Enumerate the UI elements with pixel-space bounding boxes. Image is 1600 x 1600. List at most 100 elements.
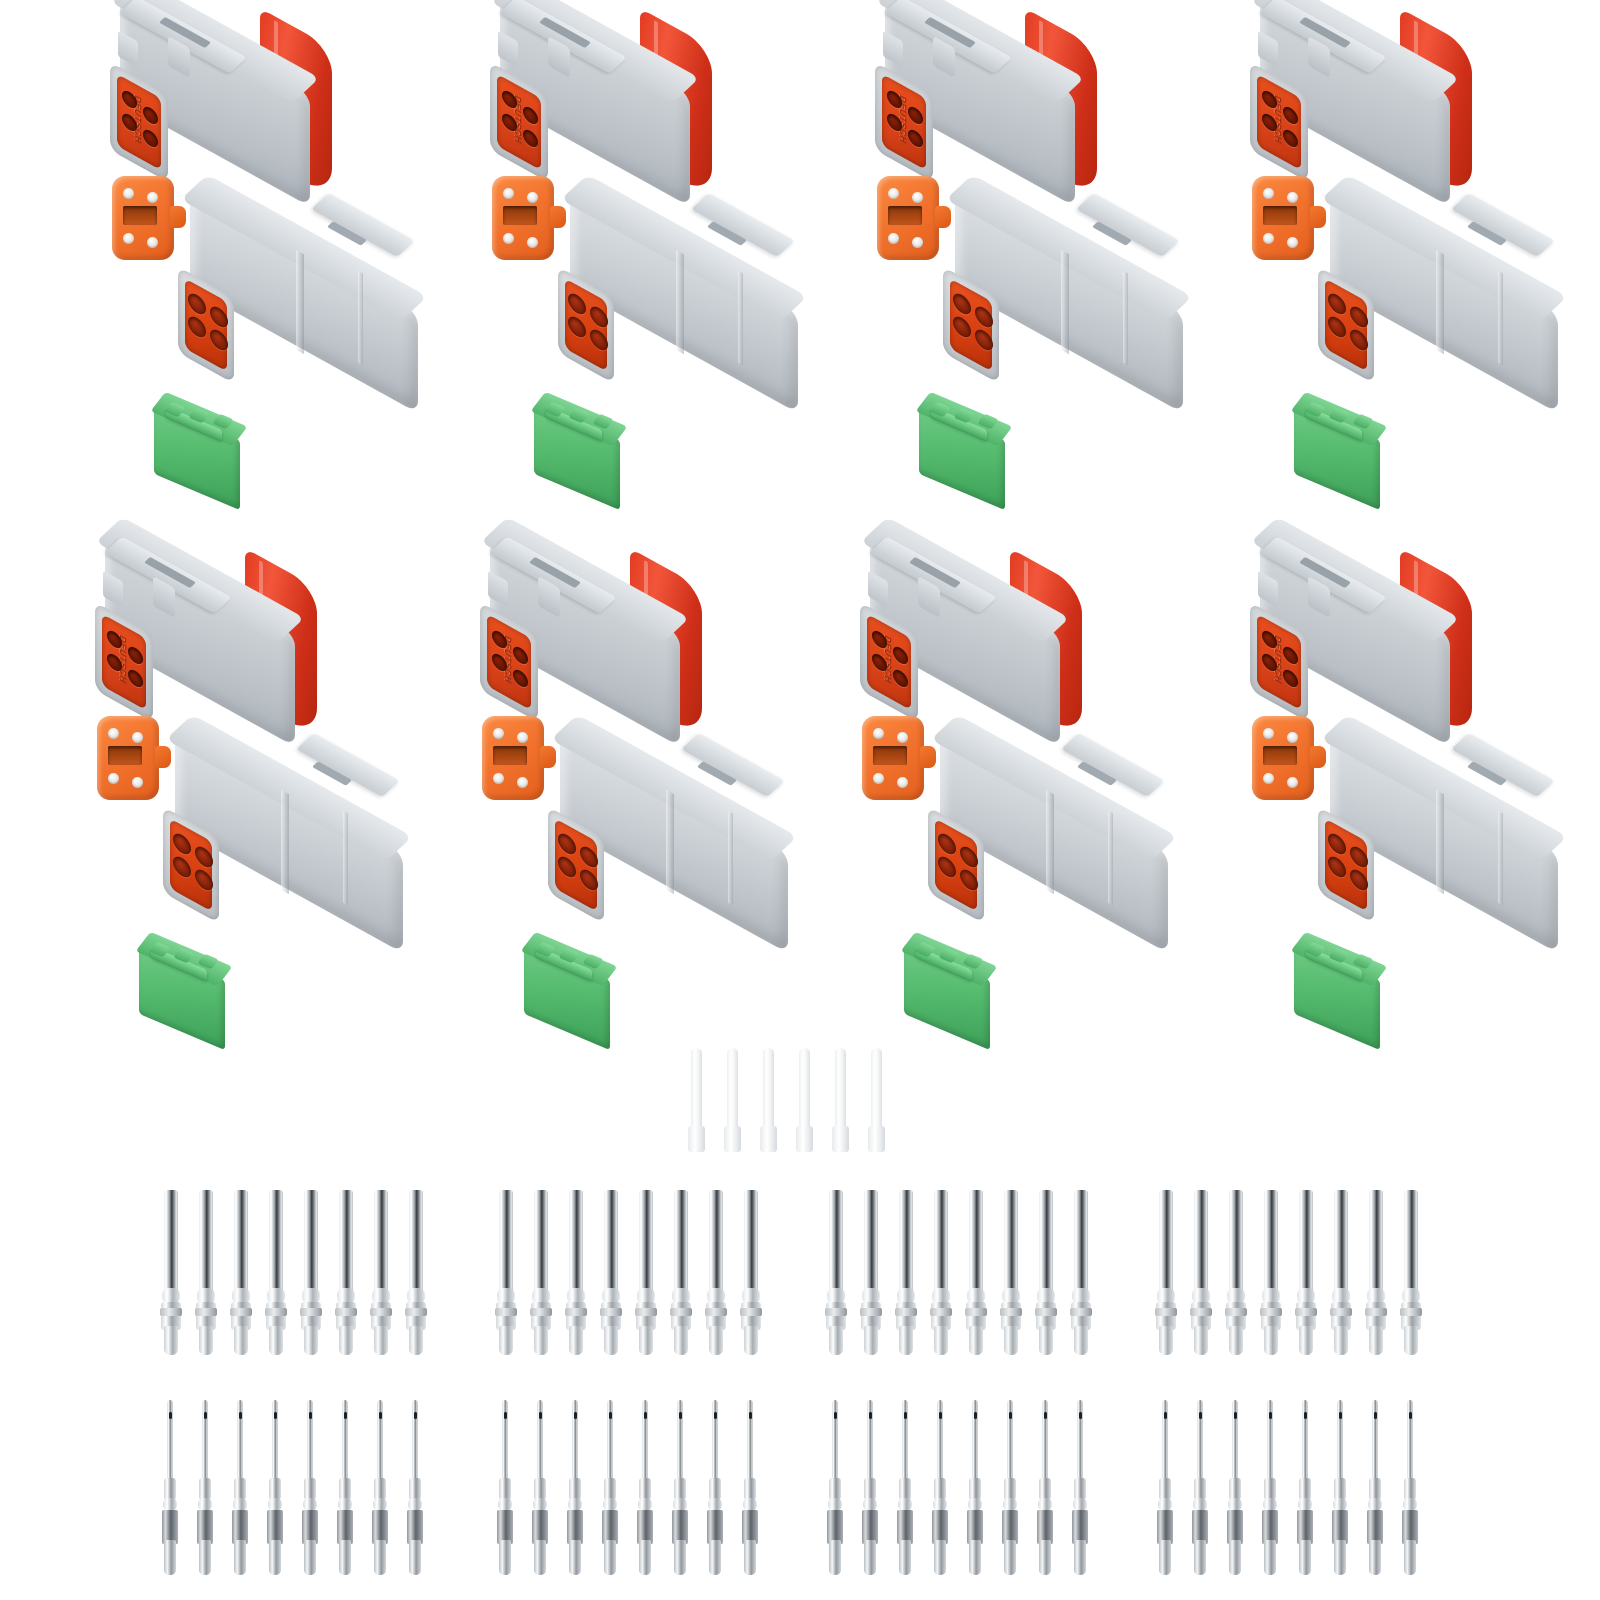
pin-terminal <box>1035 1400 1055 1575</box>
pin-terminal-crimp <box>862 1510 878 1544</box>
socket-terminal-tail <box>899 1326 913 1355</box>
male-housing-rib-secondary <box>1498 810 1503 906</box>
socket-terminal-neck <box>672 1288 690 1304</box>
pin-terminal-tip <box>607 1400 613 1484</box>
orange-wedge-hole-2 <box>527 192 538 203</box>
male-connector <box>550 174 850 414</box>
pin-terminal <box>860 1400 880 1575</box>
male-connector <box>155 714 455 954</box>
socket-terminal-wing <box>965 1308 987 1316</box>
pin-terminal-crimp <box>497 1510 513 1544</box>
pin-terminal-inspection-hole <box>1268 1412 1272 1419</box>
pin-terminal-crimp <box>707 1510 723 1544</box>
pin-terminal-shoulder <box>1299 1478 1311 1500</box>
socket-terminal-tail <box>1299 1326 1313 1355</box>
socket-terminal-wing <box>600 1308 622 1316</box>
pin-terminal <box>635 1400 655 1575</box>
pin-terminal-tail <box>744 1540 756 1575</box>
socket-terminal <box>965 1190 987 1355</box>
pin-terminal <box>965 1400 985 1575</box>
pin-terminal-tip <box>1007 1400 1013 1484</box>
socket-terminal-tail <box>829 1326 843 1355</box>
socket-terminal-tail <box>269 1326 283 1355</box>
socket-terminal-tail <box>1004 1326 1018 1355</box>
pin-terminal-bead <box>533 1498 547 1511</box>
orange-wedge-hole-3 <box>873 773 884 784</box>
orange-wedge-hole-1 <box>1263 188 1274 199</box>
socket-terminal-wing <box>1035 1308 1057 1316</box>
socket-terminal-wing <box>895 1308 917 1316</box>
pin-terminal-inspection-hole <box>203 1412 207 1419</box>
pin-terminal <box>1365 1400 1385 1575</box>
pin-terminal-shoulder <box>164 1478 176 1500</box>
pin-terminal-tail <box>969 1540 981 1575</box>
socket-terminal-neck <box>1367 1288 1385 1304</box>
pin-terminal-shoulder <box>899 1478 911 1500</box>
kit-group: DEUTSCH <box>1230 0 1600 530</box>
sealing-plug-stem <box>871 1048 882 1132</box>
socket-terminal <box>300 1190 322 1355</box>
pin-terminal <box>1155 1400 1175 1575</box>
pin-terminal <box>160 1400 180 1575</box>
sealing-plug-head <box>796 1126 813 1152</box>
pin-terminal-tip <box>972 1400 978 1484</box>
socket-terminal-wing <box>1190 1308 1212 1316</box>
socket-terminal-wing <box>705 1308 727 1316</box>
socket-terminal-barrel <box>674 1190 688 1293</box>
socket-terminal-tail <box>339 1326 353 1355</box>
pin-terminal <box>495 1400 515 1575</box>
pin-terminal-crimp <box>407 1510 423 1544</box>
socket-terminal-tail <box>604 1326 618 1355</box>
pin-terminal-inspection-hole <box>413 1412 417 1419</box>
pin-terminal-shoulder <box>269 1478 281 1500</box>
pin-terminal-tail <box>604 1540 616 1575</box>
sealing-plug-stem <box>799 1048 810 1132</box>
socket-terminal-barrel <box>1369 1190 1383 1293</box>
socket-terminal <box>1070 1190 1092 1355</box>
pin-terminal-tip <box>747 1400 753 1484</box>
socket-terminal-barrel <box>199 1190 213 1293</box>
green-wedge-lock <box>1288 391 1398 511</box>
socket-terminal-wing <box>1225 1308 1247 1316</box>
orange-wedge-slot <box>873 746 907 765</box>
pin-terminal-shoulder <box>1264 1478 1276 1500</box>
orange-wedge-tab <box>1310 746 1326 768</box>
pin-terminal-shoulder <box>1229 1478 1241 1500</box>
pin-terminal-tail <box>709 1540 721 1575</box>
socket-terminal-barrel <box>1334 1190 1348 1293</box>
pin-terminal-inspection-hole <box>538 1412 542 1419</box>
male-housing-rib <box>676 249 684 355</box>
pin-terminal-tail <box>534 1540 546 1575</box>
pin-terminal-tip <box>167 1400 173 1484</box>
socket-terminal-barrel <box>1404 1190 1418 1293</box>
pin-terminal-tip <box>572 1400 578 1484</box>
socket-terminal-neck <box>567 1288 585 1304</box>
socket-terminal-neck <box>932 1288 950 1304</box>
socket-terminal-tail <box>864 1326 878 1355</box>
pin-terminal-bead <box>408 1498 422 1511</box>
orange-wedge-lock <box>854 710 936 810</box>
socket-terminal-wing <box>1330 1308 1352 1316</box>
sealing-plug <box>868 1048 885 1152</box>
kit-group: DEUTSCH <box>460 517 860 1070</box>
kit-group: DEUTSCH <box>470 0 870 530</box>
male-connector <box>1310 174 1600 414</box>
pin-terminal-tail <box>1264 1540 1276 1575</box>
socket-terminal-tail <box>1404 1326 1418 1355</box>
pin-terminal <box>370 1400 390 1575</box>
pin-terminal <box>300 1400 320 1575</box>
socket-terminal-tail <box>164 1326 178 1355</box>
pin-terminal-inspection-hole <box>168 1412 172 1419</box>
sealing-plug <box>832 1048 849 1152</box>
orange-wedge-hole-4 <box>912 237 923 248</box>
socket-terminal-wing <box>825 1308 847 1316</box>
socket-terminal-wing <box>405 1308 427 1316</box>
pin-terminal-bead <box>603 1498 617 1511</box>
socket-terminal <box>600 1190 622 1355</box>
orange-wedge-lock <box>1244 170 1326 270</box>
pin-terminal-inspection-hole <box>273 1412 277 1419</box>
pin-terminal-crimp <box>827 1510 843 1544</box>
kit-group: DEUTSCH <box>75 517 475 1070</box>
pin-terminal-tail <box>1404 1540 1416 1575</box>
socket-terminal-neck <box>1002 1288 1020 1304</box>
